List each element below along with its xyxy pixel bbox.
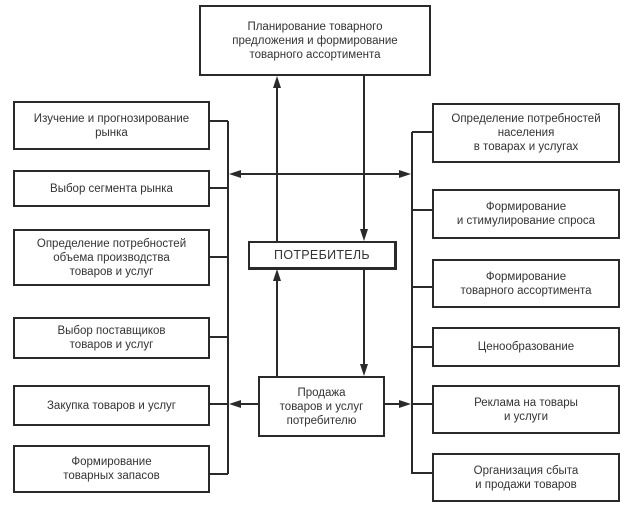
right-box-assortment: Формирование товарного ассортимента — [432, 259, 620, 308]
consumer-box: ПОТРЕБИТЕЛЬ — [248, 241, 397, 270]
box-text-line: Формирование — [71, 456, 152, 468]
arrowhead-down-icon — [360, 229, 368, 241]
box-text-line: товарных запасов — [63, 470, 160, 482]
box-text-line: в товарах и услугах — [473, 141, 579, 153]
arrowhead-right-icon — [399, 400, 411, 408]
box-text-line: товарного ассортимента — [460, 284, 592, 297]
arrowhead-right-icon — [399, 170, 411, 178]
top-box-line: товарного ассортимента — [249, 48, 381, 61]
box-text-line: товаров и услуг — [69, 339, 154, 351]
box-text-line: Реклама на товары — [474, 396, 578, 409]
box-text-line: товаров и услуг — [69, 265, 154, 278]
top-planning-box: Планирование товарного предложения и фор… — [199, 5, 431, 76]
arrowhead-left-icon — [229, 170, 241, 178]
box-text-line: Формирование — [485, 270, 567, 283]
arrowhead-up-icon — [273, 76, 281, 88]
arrowhead-up-icon — [273, 269, 281, 281]
box-text-line: Определение потребностей — [451, 113, 601, 125]
box-text-line: рынка — [95, 126, 128, 139]
box-text-line: Выбор поставщиков — [57, 325, 166, 337]
right-box-population-needs: Определение потребностей населения в тов… — [432, 103, 620, 163]
box-text-line: Организация сбыта — [473, 464, 579, 477]
right-box-advertising: Реклама на товары и услуги — [432, 385, 620, 434]
left-box-purchasing: Закупка товаров и услуг — [13, 385, 210, 426]
consumer-label: ПОТРЕБИТЕЛЬ — [274, 248, 370, 262]
box-text-line: объема производства — [53, 251, 170, 264]
box-text-line: и услуги — [503, 410, 549, 423]
box-text-line: Формирование — [485, 201, 567, 213]
box-text-line: потребителю — [286, 414, 357, 427]
left-box-inventory: Формирование товарных запасов — [13, 445, 210, 493]
box-text-line: населения — [497, 127, 555, 139]
box-text-line: и стимулирование спроса — [456, 215, 596, 227]
box-text-line: Закупка товаров и услуг — [46, 399, 176, 412]
box-text-line: Выбор сегмента рынка — [50, 182, 173, 195]
arrowhead-down-icon — [360, 364, 368, 376]
box-text-line: товаров и услуг — [279, 400, 364, 413]
box-text-line: и продажи товаров — [475, 478, 577, 491]
left-box-supplier-choice: Выбор поставщиков товаров и услуг — [13, 317, 210, 359]
box-text-line: Определение потребностей — [36, 237, 187, 250]
right-box-demand-stimulation: Формирование и стимулирование спроса — [432, 189, 620, 239]
right-box-sales-organization: Организация сбыта и продажи товаров — [432, 453, 620, 502]
top-box-line: Планирование товарного — [247, 20, 383, 33]
left-box-production-needs: Определение потребностей объема производ… — [13, 229, 210, 286]
right-box-pricing: Ценообразование — [432, 327, 620, 367]
left-box-market-research: Изучение и прогнозирование рынка — [13, 101, 210, 150]
box-text-line: Продажа — [297, 386, 346, 399]
top-box-line: предложения и формирование — [232, 34, 398, 47]
sales-box: Продажа товаров и услуг потребителю — [258, 376, 385, 437]
left-box-segment-choice: Выбор сегмента рынка — [13, 170, 210, 207]
box-text-line: Ценообразование — [477, 341, 575, 353]
box-text-line: Изучение и прогнозирование — [33, 112, 190, 125]
arrowhead-left-icon — [229, 400, 241, 408]
